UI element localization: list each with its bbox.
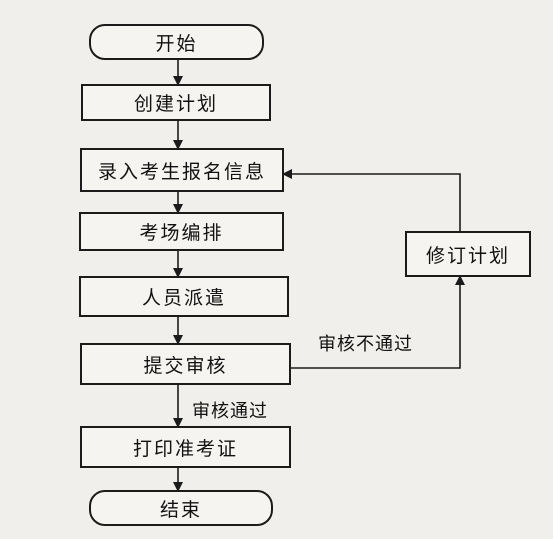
node-create-plan: 创建计划 — [81, 84, 271, 121]
node-arrange-exam-rooms: 考场编排 — [79, 212, 284, 251]
arrow-submit-to-revise — [291, 275, 465, 369]
node-start: 开始 — [89, 24, 264, 60]
label-review-fail: 审核不通过 — [318, 334, 413, 355]
node-print-admission-ticket: 打印准考证 — [80, 426, 291, 468]
node-enter-candidate-info: 录入考生报名信息 — [80, 148, 284, 192]
node-end: 结束 — [89, 490, 273, 526]
node-submit-review: 提交审核 — [80, 343, 291, 385]
label-review-pass: 审核通过 — [192, 401, 268, 422]
node-revise-plan: 修订计划 — [405, 231, 531, 277]
node-dispatch-staff: 人员派遣 — [79, 276, 289, 317]
arrow-revise-to-enter — [282, 169, 461, 231]
